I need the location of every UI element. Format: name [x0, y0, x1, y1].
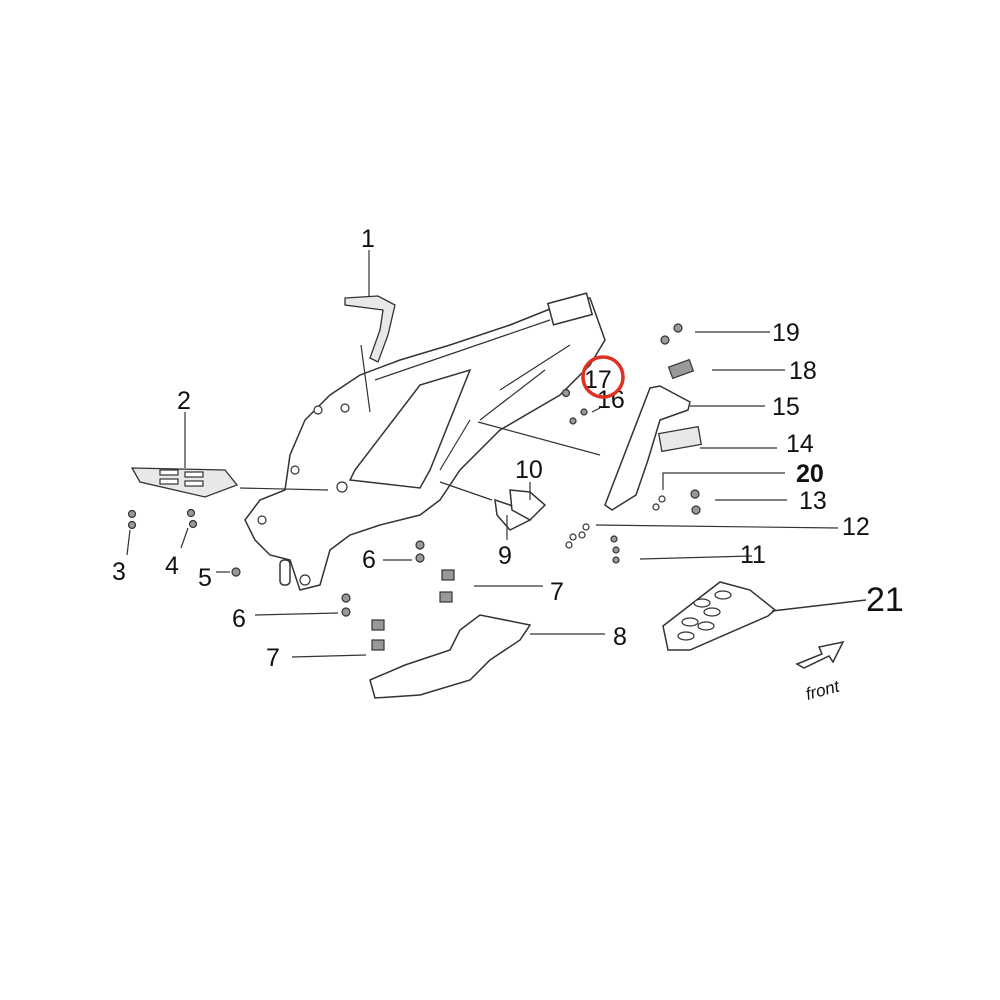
- callout-21: 21: [866, 581, 904, 619]
- part-14-sleeve: [657, 425, 703, 453]
- fasteners: [127, 323, 701, 651]
- callout-13: 13: [799, 487, 827, 515]
- part-10-bracket: [509, 489, 547, 521]
- part-2-plate: [130, 467, 239, 498]
- callout-labels: 1 2 3 4 5 6 6 7 7 8 9 10 11 12 13 14 15 …: [112, 225, 904, 672]
- front-label: front: [804, 676, 843, 703]
- callout-19: 19: [772, 319, 800, 347]
- callout-3: 3: [112, 558, 126, 586]
- callout-14: 14: [786, 430, 814, 458]
- callout-8: 8: [613, 623, 627, 651]
- callout-16: 16: [597, 386, 625, 414]
- callout-7: 7: [266, 644, 280, 672]
- callout-9: 9: [498, 542, 512, 570]
- callout-2: 2: [177, 387, 191, 415]
- callout-6: 6: [362, 546, 376, 574]
- callout-10: 10: [515, 456, 543, 484]
- callout-12: 12: [842, 513, 870, 541]
- highlight-circle-17: [581, 355, 625, 399]
- callout-6: 6: [232, 605, 246, 633]
- callout-20: 20: [796, 460, 824, 488]
- part-21-skid-plate: [662, 581, 777, 651]
- callout-18: 18: [789, 357, 817, 385]
- leader-lines: [126, 250, 867, 658]
- callout-15: 15: [772, 393, 800, 421]
- part-8-skid-bracket: [369, 614, 532, 699]
- callout-4: 4: [165, 552, 179, 580]
- callout-1: 1: [361, 225, 375, 253]
- callout-5: 5: [198, 564, 212, 592]
- callout-11: 11: [740, 541, 766, 569]
- main-frame-part: [244, 292, 606, 591]
- part-1-bracket: [344, 295, 396, 363]
- part-15-bracket: [604, 385, 691, 511]
- part-9-bracket: [494, 498, 532, 531]
- callout-7: 7: [550, 578, 564, 606]
- front-arrow-icon: [795, 640, 845, 669]
